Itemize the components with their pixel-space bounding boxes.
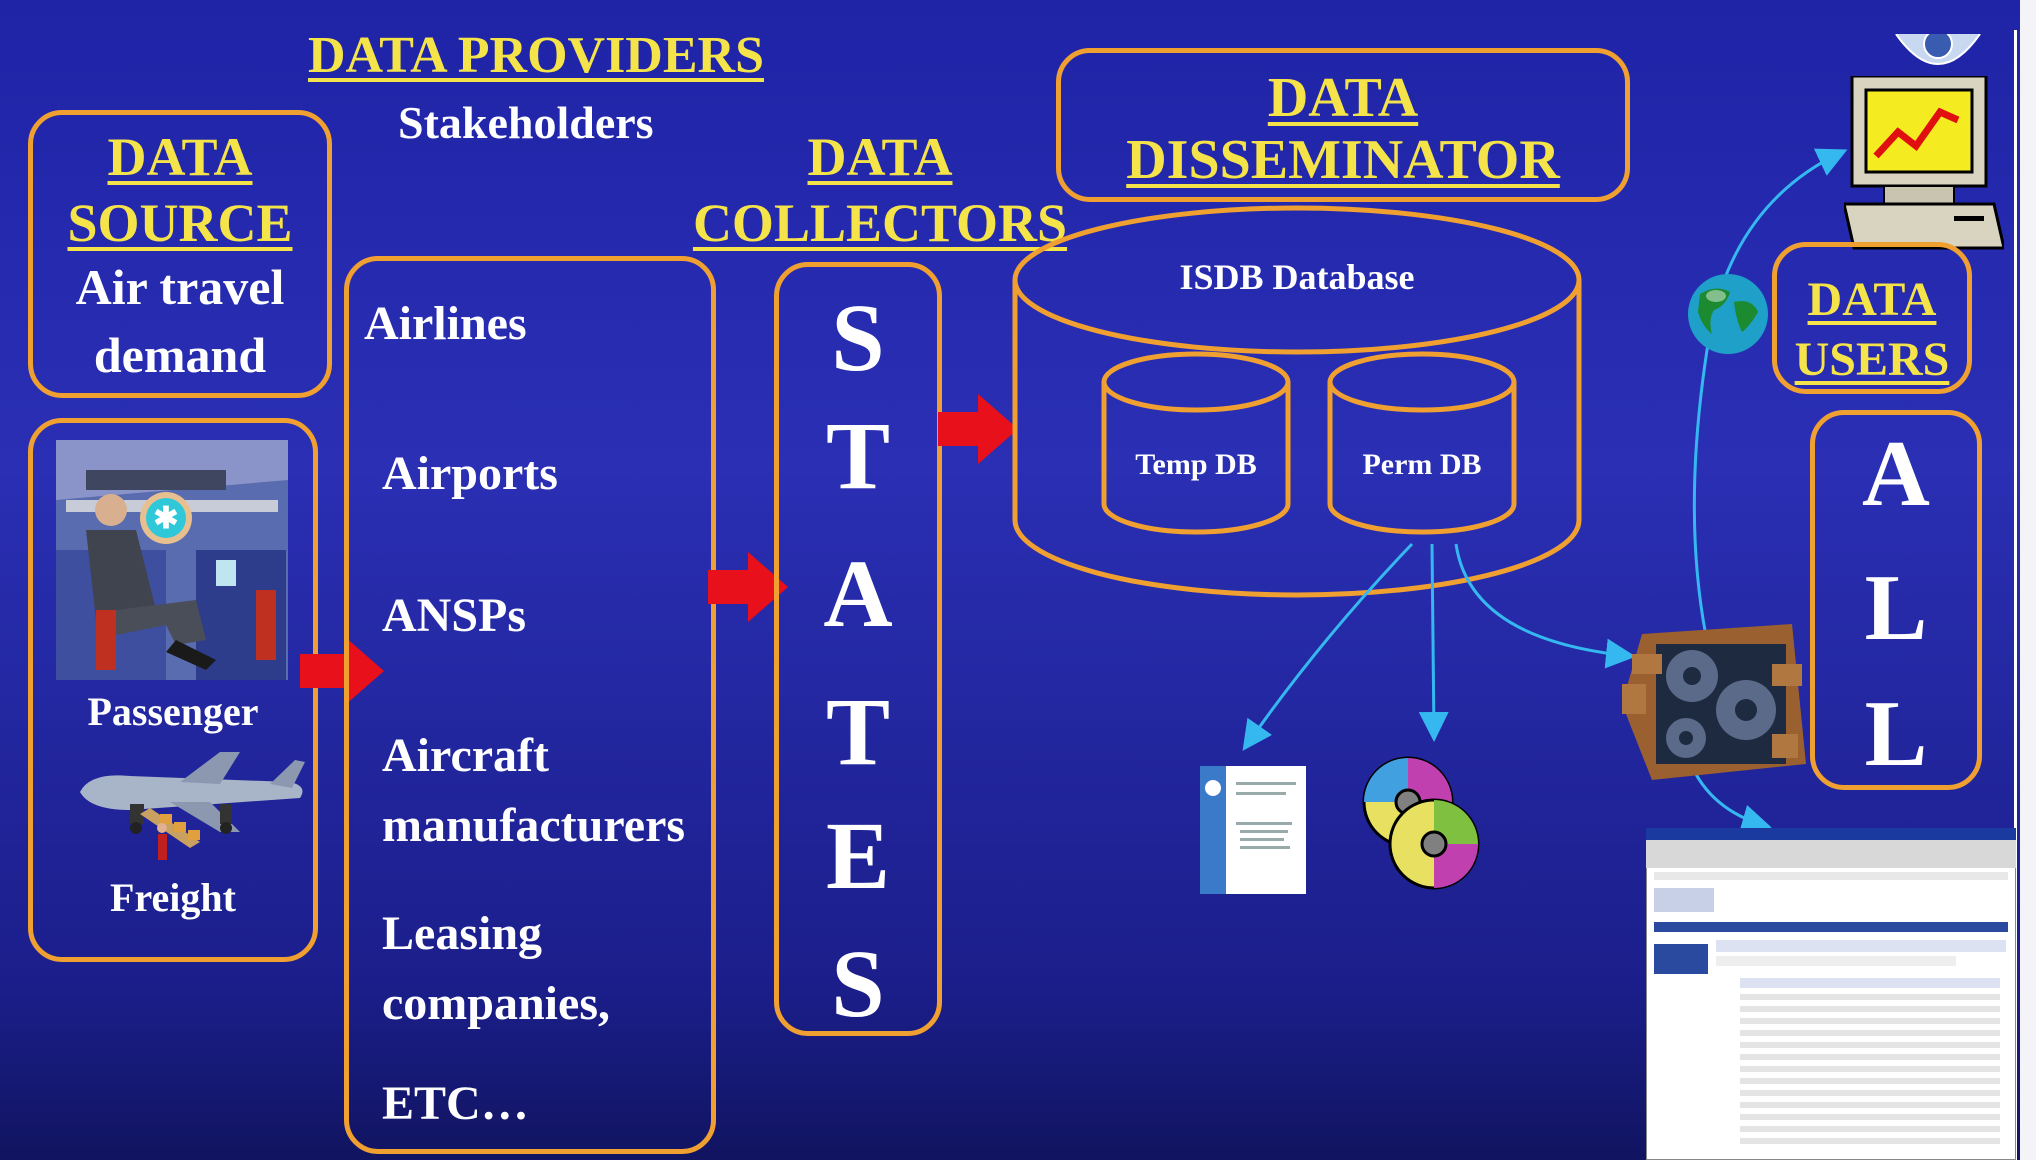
icao-emblem: [1895, 34, 1981, 65]
providers-subtitle: Stakeholders: [398, 97, 654, 148]
disseminator-title-line2: DISSEMINATOR: [1126, 129, 1560, 191]
states-letter-1: S: [831, 284, 885, 391]
states-letter-2: T: [825, 402, 891, 509]
computer-monitor-icon: [1844, 76, 2004, 250]
users-title-line1: DATA: [1807, 273, 1937, 326]
passenger-seat-illustration: ✱: [56, 440, 288, 680]
source-desc-line2: demand: [93, 327, 267, 383]
website-gears-icon: [1622, 624, 1806, 780]
states-letter-5: E: [825, 802, 891, 909]
states-letter-3: A: [823, 540, 893, 647]
passenger-label: Passenger: [87, 689, 259, 734]
temp-db-cylinder: [1101, 351, 1291, 535]
states-frame: [774, 262, 942, 1036]
arrow-stakeholders-to-states: [708, 552, 788, 622]
report-document-icon: [1200, 766, 1306, 894]
collectors-title-line1: DATA: [807, 127, 953, 187]
stakeholder-ansps: ANSPs: [382, 589, 527, 642]
svg-text:✱: ✱: [153, 502, 178, 535]
perm-db-label: Perm DB: [1362, 448, 1482, 481]
source-frame: [28, 110, 332, 398]
stakeholder-airlines: Airlines: [364, 297, 527, 350]
stakeholder-aircraft-line2: manufacturers: [382, 799, 686, 852]
users-title-line2: USERS: [1794, 333, 1950, 386]
disseminator-frame: [1056, 48, 1630, 202]
source-title-line1: DATA: [107, 127, 253, 187]
stakeholder-etc: ETC…: [382, 1077, 529, 1130]
cd-rom-icon: [1362, 756, 1480, 890]
temp-db-label: Temp DB: [1135, 448, 1257, 481]
travel-types-frame: [28, 418, 318, 962]
right-edge-strip: [2020, 0, 2036, 1160]
all-letter-3: L: [1864, 682, 1928, 786]
arrow-states-to-database: [938, 394, 1018, 464]
connector-to-cds: [1418, 543, 1449, 742]
connector-to-report: [1242, 542, 1414, 751]
source-desc-line1: Air travel: [75, 259, 285, 315]
stakeholder-aircraft-line1: Aircraft: [382, 729, 550, 782]
website-browser-screenshot: [1646, 828, 2016, 1160]
stakeholder-leasing-line2: companies,: [382, 977, 610, 1030]
stakeholders-frame: [344, 256, 716, 1154]
isdb-database-cylinder: [1012, 205, 1582, 598]
disseminator-title-line1: DATA: [1267, 67, 1419, 129]
right-edge-line: [2014, 30, 2017, 1160]
freight-plane-illustration: [80, 752, 305, 860]
globe-icon: [1688, 274, 1768, 354]
stakeholder-leasing-line1: Leasing: [382, 907, 543, 960]
states-letter-6: S: [831, 930, 885, 1037]
states-letter-4: T: [825, 678, 891, 785]
all-letter-2: L: [1864, 556, 1928, 660]
arrow-source-to-stakeholders: [300, 636, 384, 706]
connector-to-website: [1454, 543, 1636, 669]
collectors-title-line2: COLLECTORS: [692, 193, 1068, 253]
users-frame: [1772, 242, 1972, 394]
all-users-frame: [1810, 410, 1982, 790]
providers-title: DATA PROVIDERS: [308, 27, 765, 84]
stakeholder-airports: Airports: [382, 447, 558, 500]
source-title-line2: SOURCE: [67, 193, 293, 253]
all-letter-1: A: [1862, 422, 1930, 526]
freight-label: Freight: [110, 875, 236, 920]
perm-db-cylinder: [1327, 351, 1517, 535]
isdb-database-label: ISDB Database: [1179, 257, 1415, 297]
